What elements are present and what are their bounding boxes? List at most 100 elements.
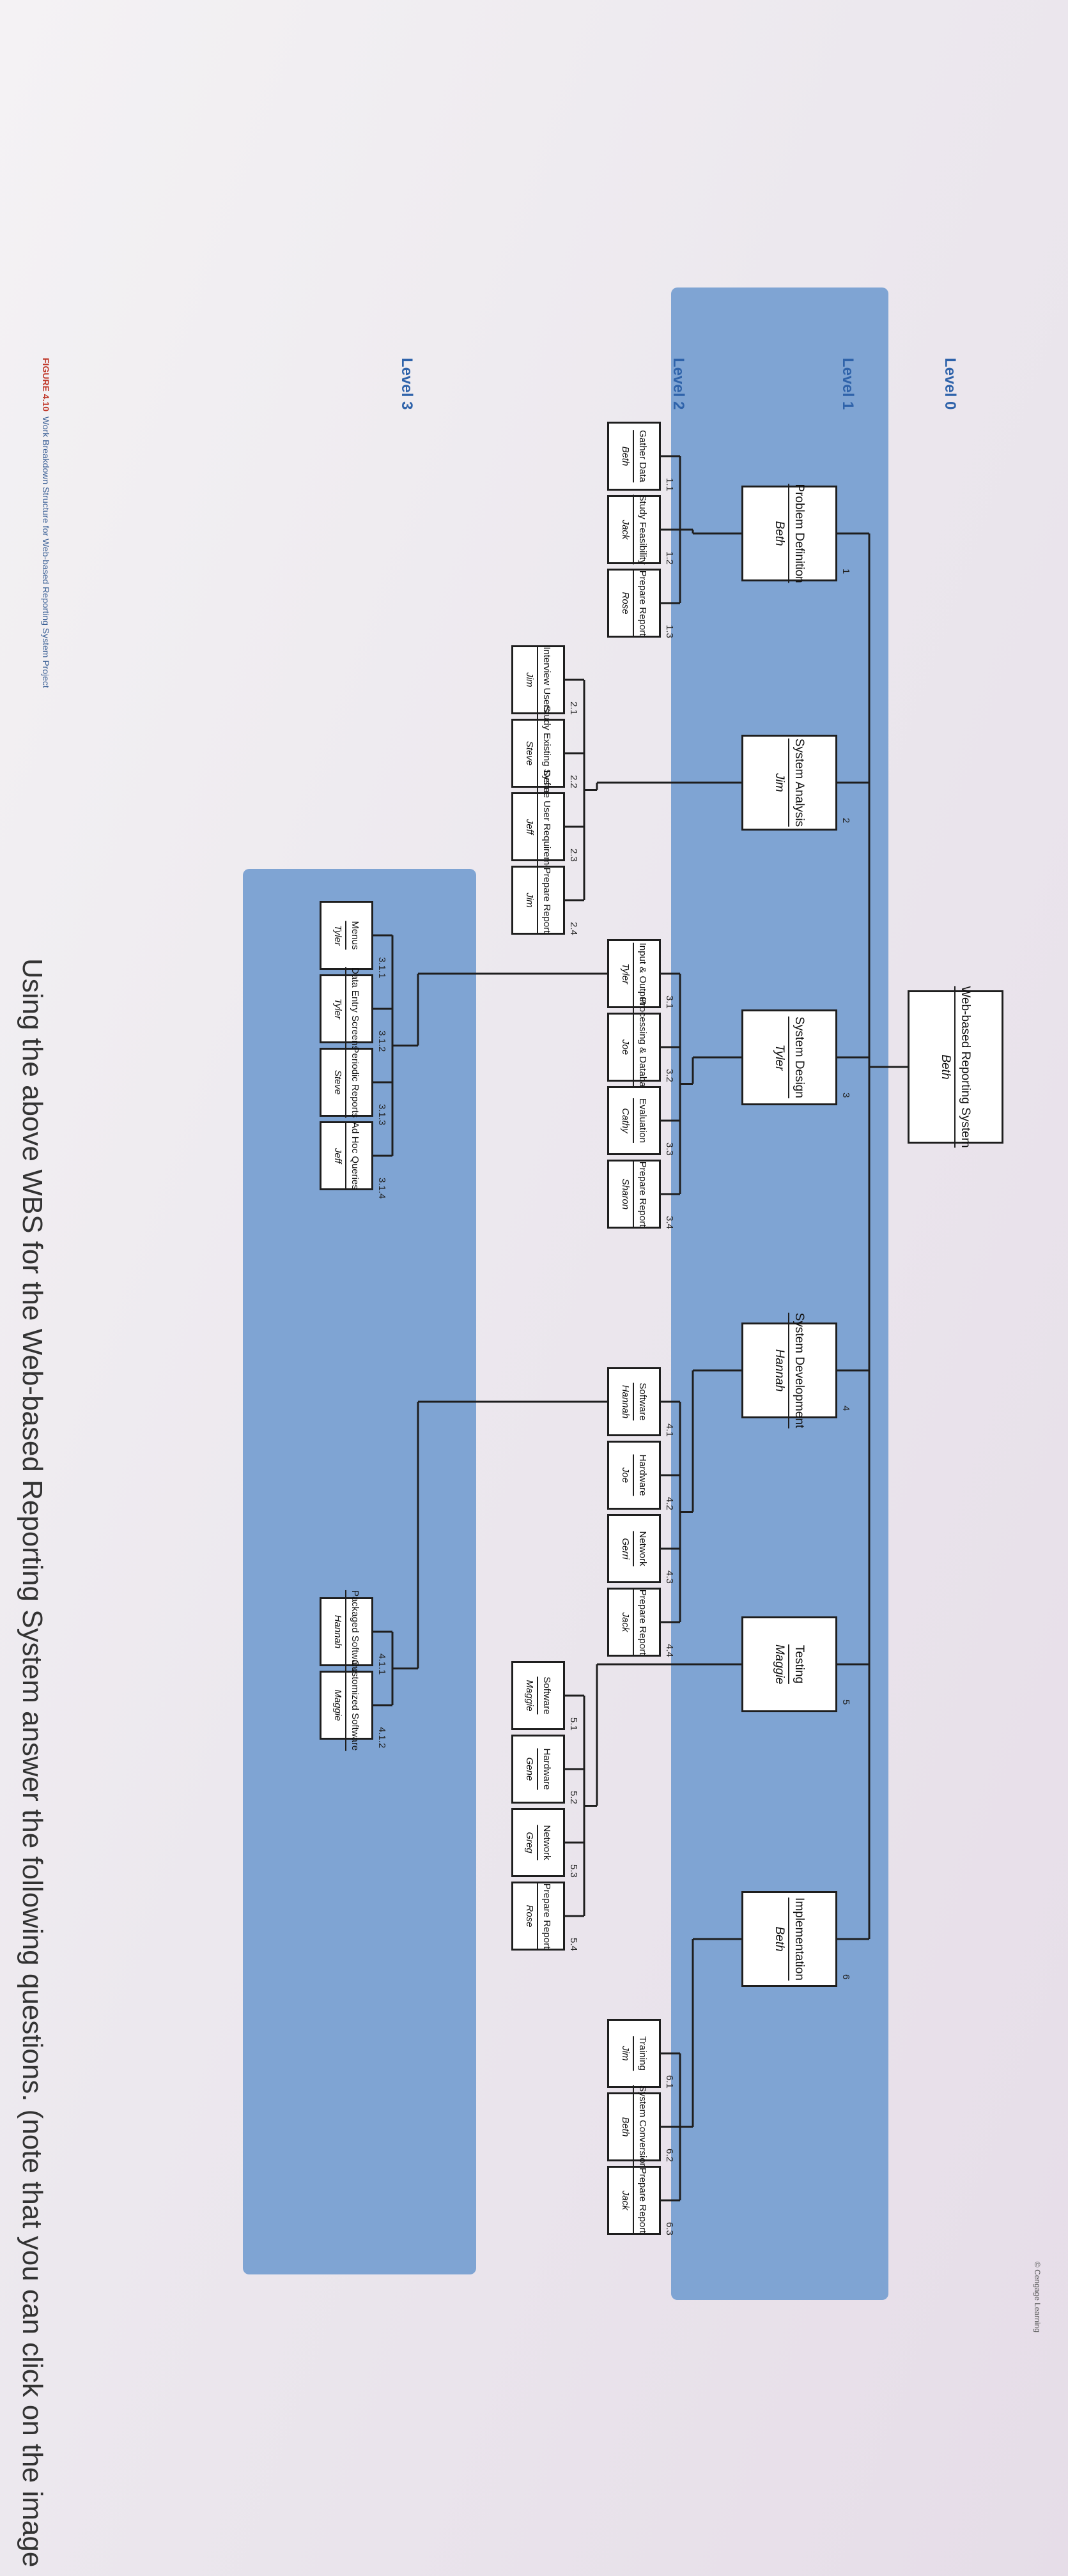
node-number: 5.3 — [568, 1864, 579, 1878]
node-name: Network — [541, 1825, 552, 1860]
node-name: System Conversion — [637, 2085, 648, 2169]
node-owner: Hannah — [773, 1312, 789, 1429]
node-number: 6.3 — [664, 2222, 675, 2235]
node-text: Data Entry Screens Tyler — [332, 967, 360, 1051]
node-name: Prepare Report — [637, 1161, 648, 1227]
question-text: Using the above WBS for the Web-based Re… — [17, 958, 48, 2568]
node-number: 3.3 — [664, 1142, 675, 1156]
node-name: Implementation — [793, 1897, 806, 1981]
node-number: 1.3 — [664, 625, 675, 638]
node-number: 4.4 — [664, 1644, 675, 1657]
node-owner: Joe — [620, 997, 634, 1098]
node-name: Prepare Report — [541, 867, 552, 933]
node-number: 3.1.1 — [376, 957, 387, 979]
node-number: 4.2 — [664, 1497, 675, 1510]
node-name: Interview Users — [541, 647, 552, 713]
node-name: Gather Data — [637, 430, 648, 482]
node-owner: Jim — [524, 867, 538, 933]
node-owner: Gene — [524, 1748, 538, 1790]
node-owner: Tyler — [332, 967, 346, 1051]
level-1-label: Level 1 — [839, 358, 856, 410]
node-owner: Jeff — [332, 1122, 346, 1190]
level-3-label: Level 3 — [398, 358, 415, 410]
node-number: 2.4 — [568, 922, 579, 935]
node-name: Prepare Report — [541, 1883, 552, 1949]
node-number: 6.1 — [664, 2075, 675, 2089]
node-name: Data Entry Screens — [350, 967, 360, 1051]
node-owner: Hannah — [620, 1383, 634, 1421]
node-name: Menus — [350, 921, 360, 950]
level-0-label: Level 0 — [941, 358, 959, 410]
node-owner: Beth — [773, 1897, 789, 1981]
node-number: 3.2 — [664, 1069, 675, 1082]
node-name: Web-based Reporting System — [959, 986, 972, 1148]
node-owner: Beth — [620, 2085, 634, 2169]
node-owner: Rose — [524, 1883, 538, 1949]
node-owner: Maggie — [524, 1676, 538, 1715]
node-text: Implementation Beth — [773, 1897, 806, 1981]
node-number: 5.4 — [568, 1938, 579, 1951]
node-owner: Maggie — [332, 1659, 346, 1751]
node-number: 4.1.2 — [376, 1727, 387, 1749]
node-owner: Jack — [620, 494, 634, 565]
node-name: Prepare Report — [637, 1589, 648, 1655]
node-number: 4.3 — [664, 1570, 675, 1584]
node-owner: Gerri — [620, 1531, 634, 1567]
node-number: 5 — [840, 1699, 851, 1705]
node-number: 1 — [840, 569, 851, 574]
credit-line: © Cengage Learning — [1033, 2262, 1042, 2333]
node-owner: Beth — [620, 430, 634, 482]
node-name: Software — [637, 1383, 648, 1421]
node-number: 2.2 — [568, 775, 579, 788]
node-name: Study Feasibility — [637, 494, 648, 565]
node-name: Network — [637, 1531, 648, 1567]
node-number: 5.1 — [568, 1717, 579, 1731]
node-owner: Jim — [524, 647, 538, 713]
node-name: Processing & Database — [637, 997, 648, 1098]
node-number: 3.1 — [664, 995, 675, 1009]
